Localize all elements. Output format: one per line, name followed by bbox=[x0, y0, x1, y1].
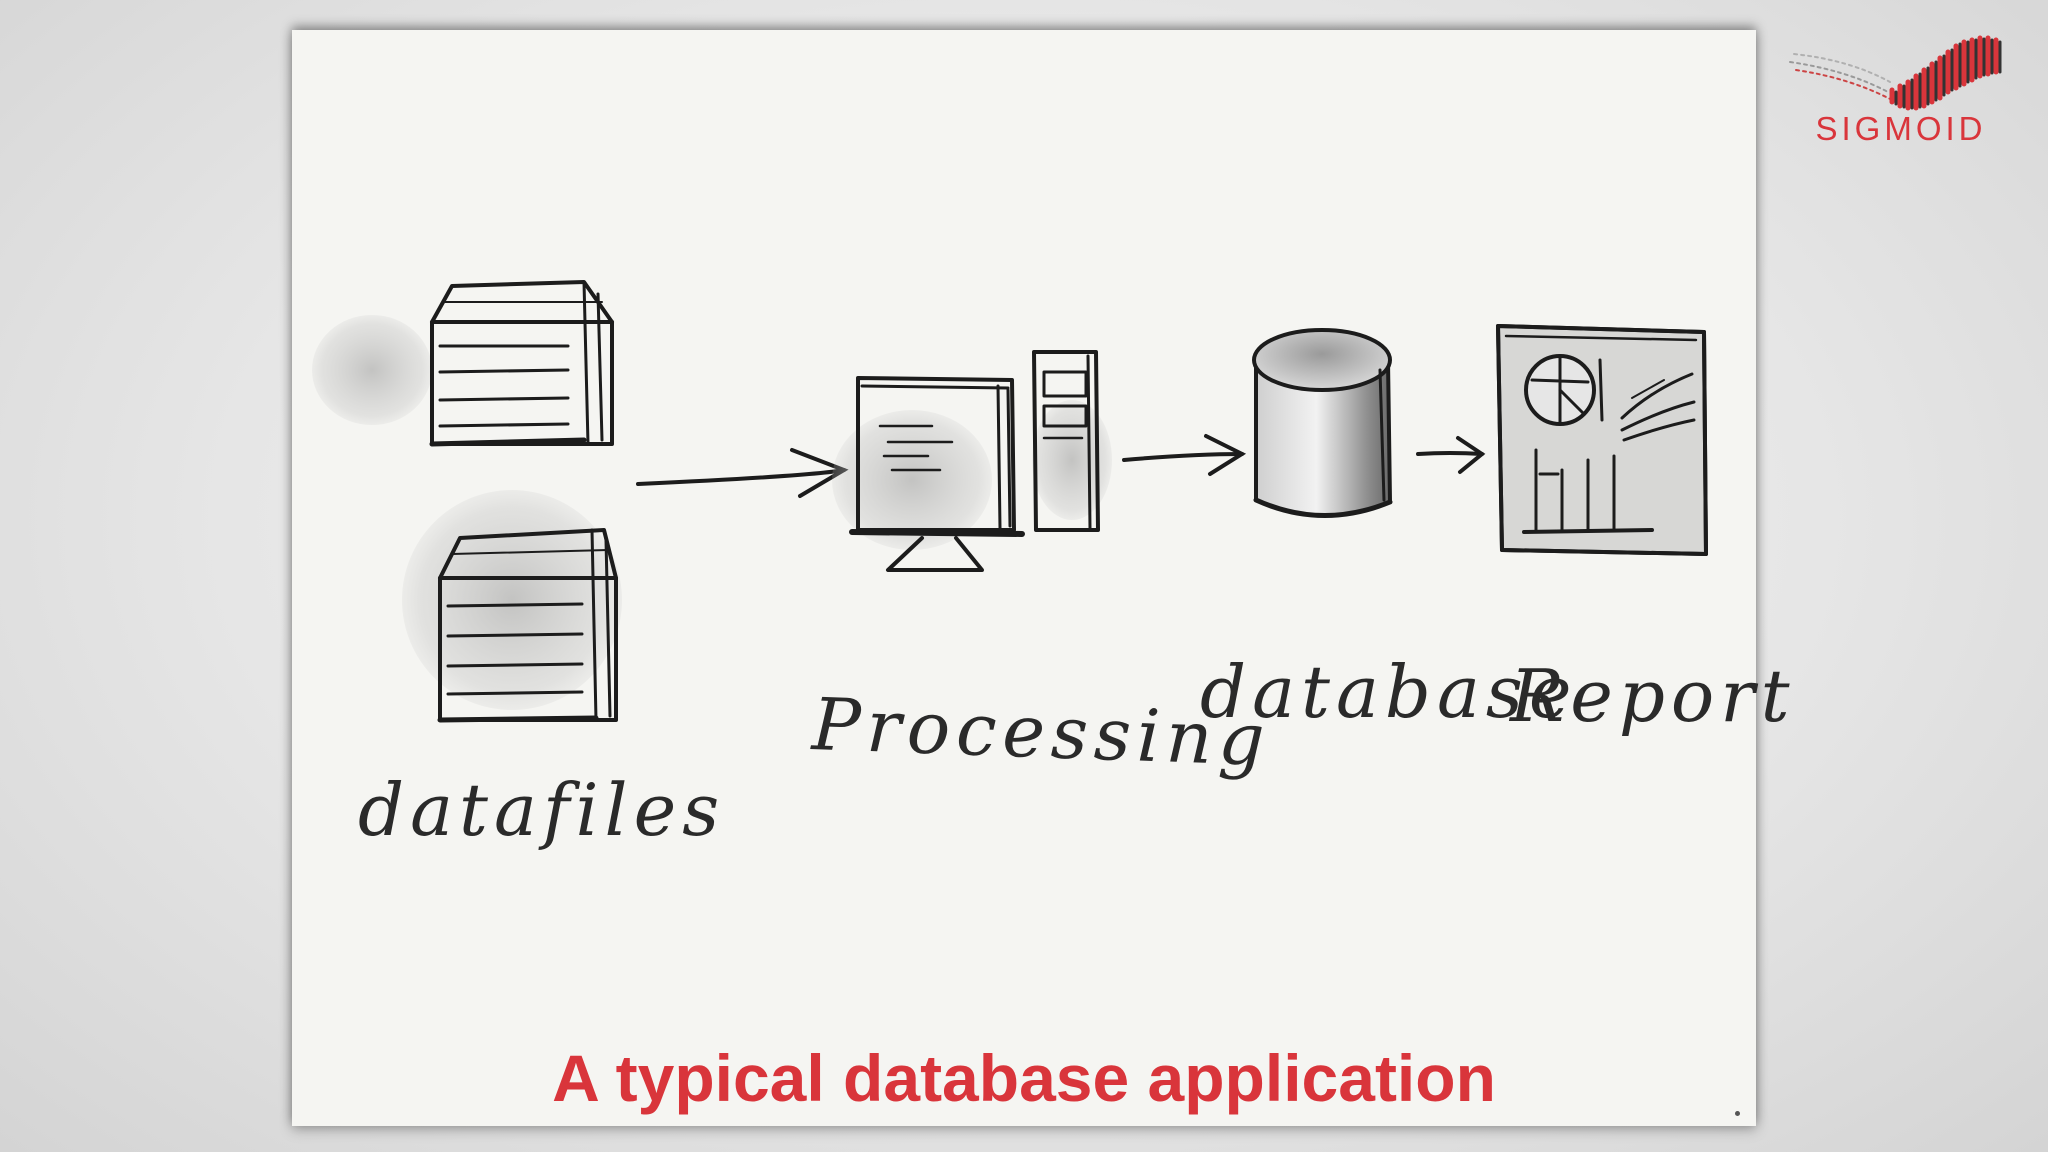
logo-text: SIGMOID bbox=[1815, 110, 1987, 147]
slide-caption: A typical database application bbox=[552, 1041, 1496, 1115]
server-top-icon bbox=[312, 280, 614, 447]
slide-corner-dot bbox=[1735, 1111, 1740, 1116]
arrow-datafiles-to-processing-icon bbox=[636, 448, 849, 498]
monitor-icon bbox=[832, 376, 1025, 572]
arrow-processing-to-database-icon bbox=[1122, 434, 1247, 476]
slide: datafiles Processing database Report A t… bbox=[292, 30, 1790, 1126]
server-bottom-icon bbox=[402, 490, 622, 723]
database-cylinder-icon bbox=[1252, 328, 1393, 518]
computer-tower-icon bbox=[1032, 350, 1112, 532]
label-database: database bbox=[1200, 650, 1578, 734]
sigmoid-wave-logo-icon bbox=[1789, 35, 2002, 111]
report-dashboard-icon bbox=[1496, 324, 1708, 556]
label-report: Report bbox=[1510, 654, 1796, 738]
diagram-sketch bbox=[312, 280, 1708, 723]
label-datafiles: datafiles bbox=[358, 768, 726, 852]
arrow-database-to-report-icon bbox=[1416, 436, 1486, 474]
